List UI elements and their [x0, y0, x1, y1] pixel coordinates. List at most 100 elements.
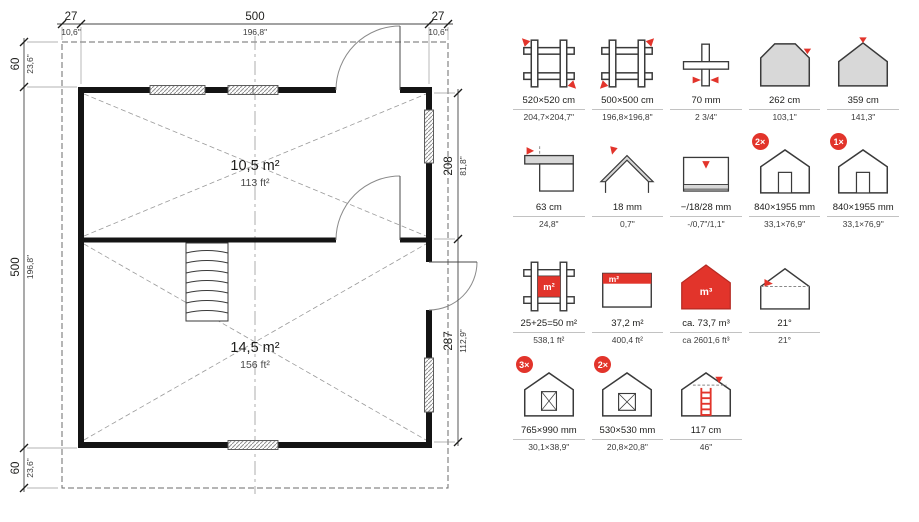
legend-value: 262 cm: [769, 95, 801, 106]
legend-item-double-door: 2× 840×1955 mm 33,1×76,9": [748, 133, 821, 229]
dim-left-bottom-in: 23,6": [25, 458, 35, 478]
dim-top-center-cm: 500: [245, 11, 264, 23]
legend-item-eaves-height: 262 cm 103,1": [748, 30, 821, 122]
legend-item-window-large: 3× 765×990 mm 30,1×38,9": [513, 356, 585, 452]
legend-value-alt: 0,7": [619, 219, 635, 229]
legend-value: −/18/28 mm: [680, 202, 732, 213]
divider: [591, 109, 664, 110]
legend-row-2: 63 cm 24,8" 18 mm 0,7": [513, 133, 899, 229]
divider: [513, 109, 585, 110]
legend-value-alt: 24,8": [539, 219, 559, 229]
dim-top-left-cm: 27: [65, 11, 78, 23]
volume-icon: m³: [678, 253, 734, 313]
legend-value: 63 cm: [535, 202, 562, 213]
legend-value: 765×990 mm: [520, 425, 577, 436]
room-1-area: 10,5 m²: [230, 158, 279, 174]
legend-value: 25+25=50 m²: [520, 318, 578, 329]
dim-top-center-in: 196,8": [243, 27, 267, 37]
legend-value: 21°: [777, 318, 792, 329]
legend-item-single-door: 1× 840×1955 mm 33,1×76,9": [827, 133, 899, 229]
floor-plan-drawing: 27 500 27 10,6" 196,8" 10,6" 60 23,6" 50…: [10, 11, 478, 494]
legend-value: 840×1955 mm: [832, 202, 894, 213]
legend-value: 520×520 cm: [522, 95, 576, 106]
dim-right-upper-cm: 208: [443, 156, 455, 175]
dim-top-left-in: 10,6": [61, 27, 81, 37]
legend-value-alt: 33,1×76,9": [842, 219, 884, 229]
ridge-height-icon: [835, 30, 891, 90]
window-icon: 2×: [594, 356, 655, 420]
legend-value: 500×500 cm: [601, 95, 654, 106]
room-1-area-alt: 113 ft²: [241, 177, 270, 189]
extension-lines: [27, 27, 455, 489]
legend-row-1: 520×520 cm 204,7×204,7" 500×500 cm: [513, 30, 899, 122]
stairs: [185, 242, 229, 322]
dim-right-lower-in: 112,9": [458, 329, 468, 353]
legend-value: 530×530 mm: [599, 425, 656, 436]
dim-right-lower-cm: 287: [443, 331, 455, 350]
floor-board-icon: [678, 137, 734, 197]
divider: [670, 332, 742, 333]
door-swings: [335, 25, 478, 311]
legend-value-alt: 538,1 ft²: [533, 335, 565, 345]
legend-value-alt: 21°: [778, 335, 792, 345]
eaves-height-icon: [757, 30, 813, 90]
legend-value: 37,2 m²: [611, 318, 644, 329]
divider: [827, 109, 899, 110]
door-icon: 2×: [751, 133, 813, 197]
legend-value-alt: 400,4 ft²: [611, 335, 643, 345]
count-badge: 2×: [594, 356, 612, 373]
dim-top-right-cm: 27: [432, 11, 445, 23]
legend-item-inner-size: 500×500 cm 196,8×196,8": [591, 30, 664, 122]
legend-value-alt: 103,1": [772, 112, 797, 122]
legend-item-floor-area: m² 25+25=50 m² 538,1 ft²: [513, 253, 585, 345]
unit-label: m³: [700, 287, 713, 298]
room-2-area: 14,5 m²: [230, 340, 279, 356]
legend-value: 18 mm: [612, 202, 642, 213]
count-badge: 1×: [830, 133, 848, 150]
legend-item-roof-overhang: 63 cm 24,8": [513, 137, 585, 229]
legend-item-wall-thickness: 70 mm 2 3/4": [670, 30, 742, 122]
legend-value-alt: 20,8×20,8": [606, 442, 648, 452]
count-badge: 2×: [751, 133, 769, 150]
divider: [670, 109, 742, 110]
divider: [513, 216, 585, 217]
divider: [748, 332, 821, 333]
divider: [513, 332, 585, 333]
wall-area-icon: m²: [599, 253, 655, 313]
dim-left-mid-in: 196,8": [25, 255, 35, 279]
unit-label: m²: [543, 282, 554, 292]
log-frame-icon: [521, 30, 577, 90]
dim-left-mid-cm: 500: [10, 257, 22, 276]
legend-item-loft-ladder: 117 cm 46": [670, 360, 742, 452]
legend-row-4: 3× 765×990 mm 30,1×38,9" 2×: [513, 356, 899, 452]
legend-item-floor-board: −/18/28 mm -/0,7"/1,1": [670, 137, 742, 229]
roof-overhang-icon: [521, 137, 577, 197]
legend-value: ca. 73,7 m³: [682, 318, 730, 329]
legend-item-roof-board: 18 mm 0,7": [591, 137, 664, 229]
legend-item-volume: m³ ca. 73,7 m³ ca 2601,6 ft³: [670, 253, 742, 345]
count-badge: 3×: [515, 356, 533, 373]
floor-area-icon: m²: [521, 253, 577, 313]
legend-value-alt: 204,7×204,7": [523, 112, 575, 122]
divider: [591, 439, 664, 440]
legend-value-alt: -/0,7"/1,1": [687, 219, 725, 229]
dim-left-bottom-cm: 60: [10, 462, 22, 475]
dim-top-right-in: 10,6": [428, 27, 448, 37]
legend-item-roof-pitch: 21° 21°: [748, 253, 821, 345]
divider: [591, 216, 664, 217]
legend-value-alt: 2 3/4": [695, 112, 717, 122]
divider: [670, 439, 742, 440]
legend-value: 359 cm: [847, 95, 879, 106]
dimension-lines: [23, 23, 459, 492]
roof-board-icon: [599, 137, 655, 197]
room-diagonals: [83, 93, 427, 441]
legend-row-3: m² 25+25=50 m² 538,1 ft² m² 37,2 m² 4: [513, 253, 899, 345]
divider: [748, 216, 821, 217]
legend-value: 70 mm: [691, 95, 721, 106]
windows: [149, 85, 434, 450]
door-icon: 1×: [830, 133, 891, 197]
wall-thickness-icon: [681, 30, 731, 90]
dim-right-upper-in: 81,8": [458, 156, 468, 176]
roof-pitch-icon: [757, 253, 813, 313]
